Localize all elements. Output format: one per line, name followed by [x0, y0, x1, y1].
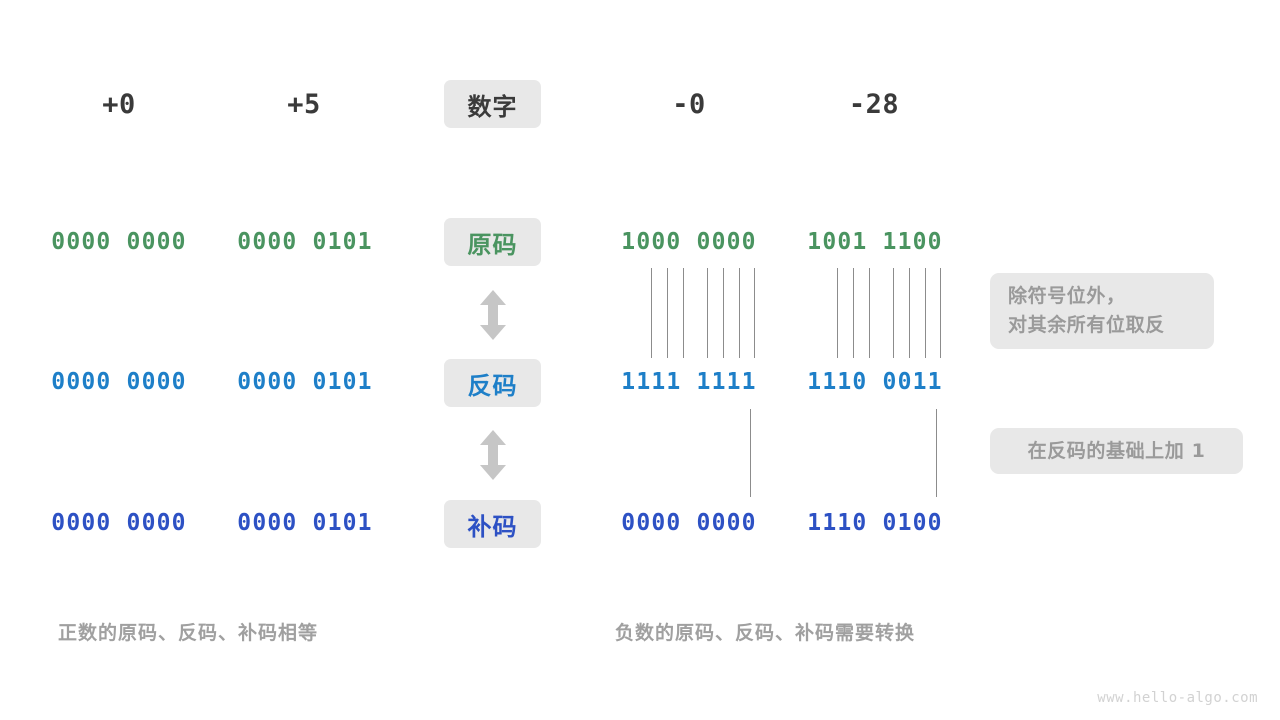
connector-tick: [707, 268, 708, 358]
row-twos-complement-value-minus-zero: 0000 0000: [621, 510, 757, 536]
row-ones-complement-value-plus-five: 0000 0101: [237, 369, 373, 395]
row-original-value-minus-zero: 1000 0000: [621, 229, 757, 255]
row-label-twos-complement: 补码: [444, 500, 541, 548]
connector-tick: [940, 268, 941, 358]
row-original-value-plus-five: 0000 0101: [237, 229, 373, 255]
connector-tick: [909, 268, 910, 358]
site-watermark: www.hello-algo.com: [1097, 690, 1258, 706]
row-ones-complement-value-plus-zero: 0000 0000: [51, 369, 187, 395]
connector-tick: [739, 268, 740, 358]
connector-tick: [754, 268, 755, 358]
connector-tick: [925, 268, 926, 358]
connector-tick: [750, 409, 751, 497]
header-number-minus-zero: -0: [672, 88, 706, 120]
header-number-plus-zero: +0: [102, 88, 136, 120]
callout-add-one: 在反码的基础上加 1: [990, 428, 1243, 474]
caption-negative-numbers: 负数的原码、反码、补码需要转换: [615, 622, 916, 644]
connector-tick: [893, 268, 894, 358]
row-twos-complement-value-plus-zero: 0000 0000: [51, 510, 187, 536]
row-twos-complement-value-plus-five: 0000 0101: [237, 510, 373, 536]
row-ones-complement-value-minus-twentyeight: 1110 0011: [807, 369, 943, 395]
connector-tick: [651, 268, 652, 358]
double-arrow-vertical-icon: [478, 430, 508, 484]
row-twos-complement-value-minus-twentyeight: 1110 0100: [807, 510, 943, 536]
header-chip-number: 数字: [444, 80, 541, 128]
row-label-original-code: 原码: [444, 218, 541, 266]
callout-add-one-line-1: 在反码的基础上加 1: [1027, 439, 1206, 462]
row-ones-complement-value-minus-zero: 1111 1111: [621, 369, 757, 395]
connector-tick: [723, 268, 724, 358]
header-number-minus-twentyeight: -28: [848, 88, 900, 120]
callout-invert-bits-line-2: 对其余所有位取反: [1008, 314, 1165, 336]
connector-tick: [869, 268, 870, 358]
double-arrow-vertical-icon: [478, 290, 508, 344]
caption-positive-numbers: 正数的原码、反码、补码相等: [58, 622, 319, 644]
connector-tick: [936, 409, 937, 497]
row-original-value-minus-twentyeight: 1001 1100: [807, 229, 943, 255]
connector-tick: [853, 268, 854, 358]
row-original-value-plus-zero: 0000 0000: [51, 229, 187, 255]
connector-tick: [667, 268, 668, 358]
connector-tick: [683, 268, 684, 358]
connector-tick: [837, 268, 838, 358]
callout-invert-bits-line-1: 除符号位外，: [1008, 285, 1126, 307]
header-number-plus-five: +5: [287, 88, 321, 120]
callout-invert-bits: 除符号位外， 对其余所有位取反: [990, 273, 1214, 349]
row-label-ones-complement: 反码: [444, 359, 541, 407]
